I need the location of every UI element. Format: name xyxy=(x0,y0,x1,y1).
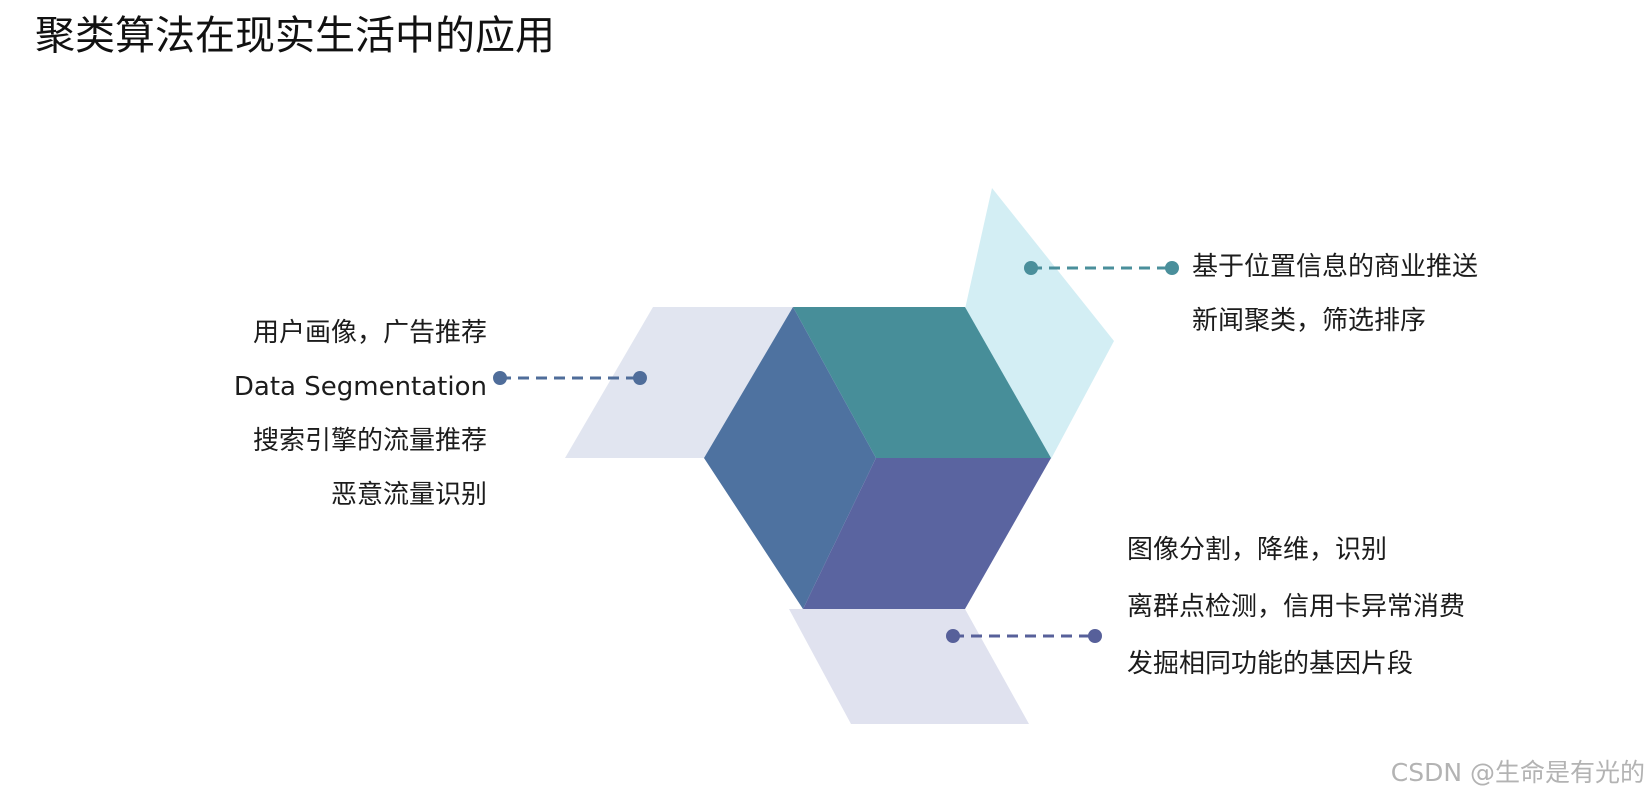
bottom-right-label-line: 发掘相同功能的基因片段 xyxy=(1127,649,1414,679)
left-connector xyxy=(493,371,647,385)
bottom-right-label-line: 离群点检测，信用卡异常消费 xyxy=(1127,592,1466,622)
top-connector-start-dot xyxy=(1024,261,1038,275)
cube-left-face xyxy=(704,307,876,609)
left-label-line: 用户画像，广告推荐 xyxy=(252,318,487,348)
left-label-line: 恶意流量识别 xyxy=(330,480,487,510)
bottom-right-label-group: 图像分割，降维，识别 离群点检测，信用卡异常消费 发掘相同功能的基因片段 xyxy=(1127,522,1465,693)
bottom-connector-start-dot xyxy=(946,629,960,643)
bottom-panel xyxy=(789,609,1029,724)
left-label-line: Data Segmentation xyxy=(233,372,487,402)
bottom-right-label-line: 图像分割，降维，识别 xyxy=(1127,535,1388,565)
cube-right-face xyxy=(803,458,1051,609)
page-title: 聚类算法在现实生活中的应用 xyxy=(35,13,555,59)
left-panel xyxy=(565,307,793,458)
top-connector-end-dot xyxy=(1165,261,1179,275)
top-connector xyxy=(1024,261,1179,275)
left-label-group: 用户画像，广告推荐 Data Segmentation 搜索引擎的流量推荐 恶意… xyxy=(234,306,487,522)
left-label-line: 搜索引擎的流量推荐 xyxy=(252,426,487,456)
top-right-label-line: 新闻聚类，筛选排序 xyxy=(1192,306,1427,336)
top-right-label-line: 基于位置信息的商业推送 xyxy=(1192,252,1479,282)
cube-top-face xyxy=(793,307,1051,458)
left-connector-end-dot xyxy=(633,371,647,385)
top-right-panel xyxy=(965,188,1114,459)
left-connector-start-dot xyxy=(493,371,507,385)
top-right-label-group: 基于位置信息的商业推送 新闻聚类，筛选排序 xyxy=(1192,240,1478,348)
watermark: CSDN @生命是有光的 xyxy=(1390,758,1645,787)
bottom-connector-end-dot xyxy=(1088,629,1102,643)
bottom-connector xyxy=(946,629,1102,643)
